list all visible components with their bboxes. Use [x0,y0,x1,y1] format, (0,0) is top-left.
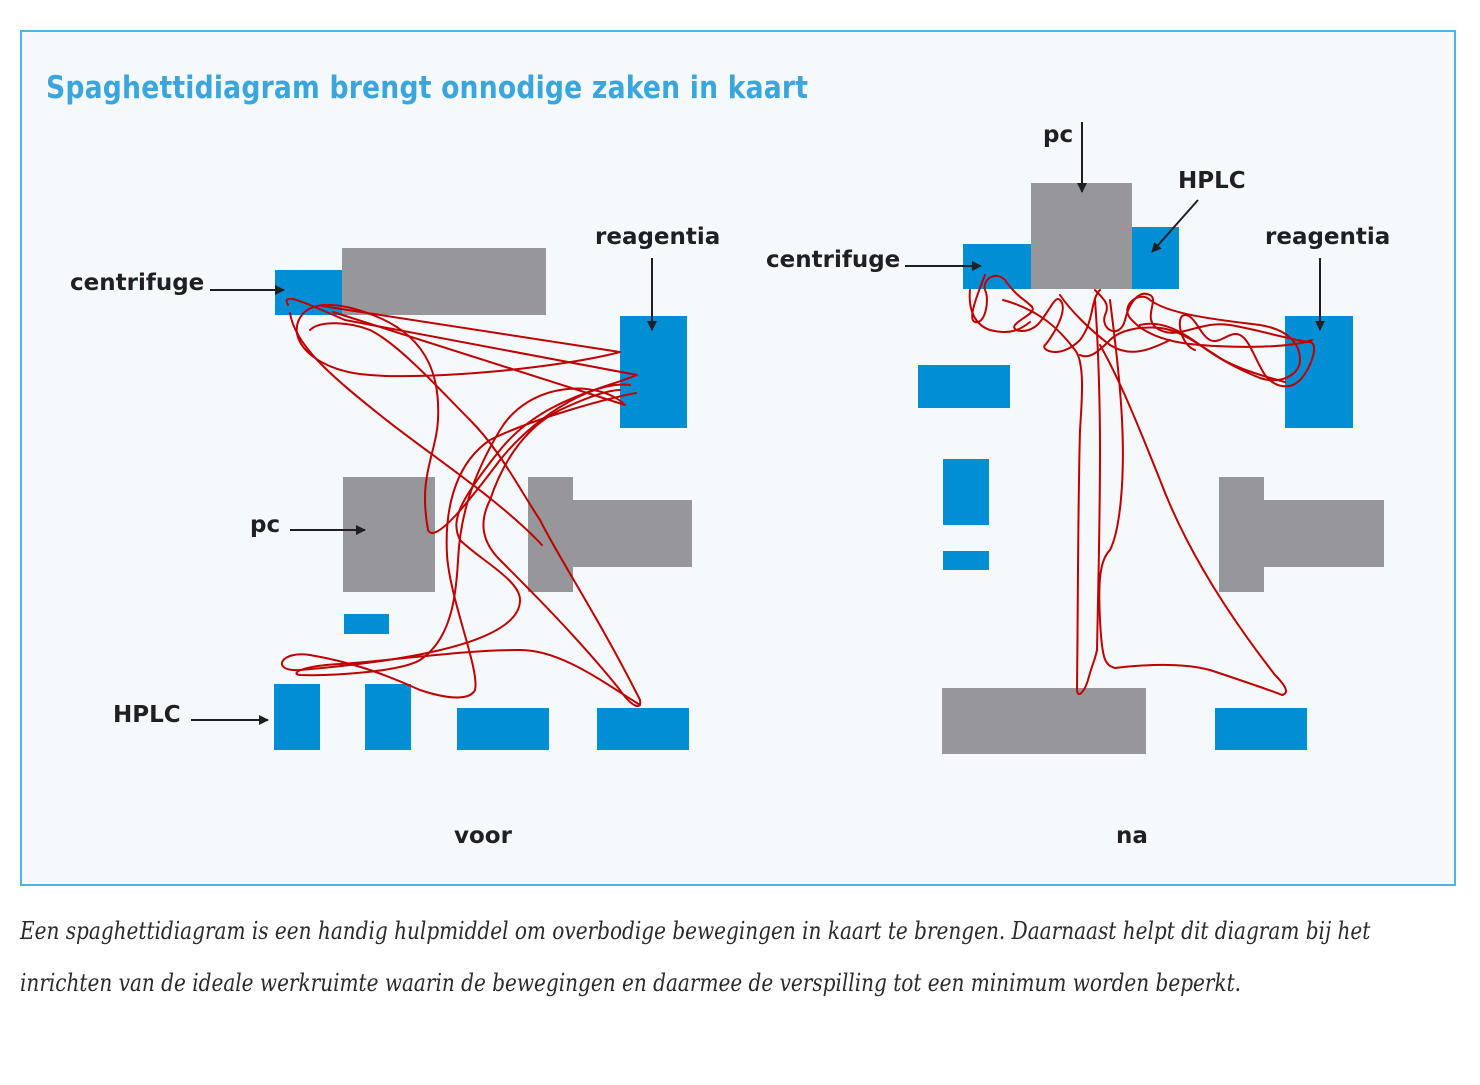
caption-na: na [1116,823,1148,849]
path-segment [289,312,543,546]
path-segment [280,297,638,699]
equipment-unit-3 [457,708,549,750]
label-centrifuge: centrifuge [70,270,204,296]
equipment-unit-2 [365,684,411,750]
label-reagentia: reagentia [595,224,720,250]
equipment-unit-b [943,459,989,525]
path-segment [295,311,641,706]
label-reagentia: reagentia [1265,224,1390,250]
path-segment [1079,326,1286,383]
figure-caption: Een spaghettidiagram is een handig hulpm… [20,917,1371,997]
path-segment [1094,289,1316,388]
path-segment [295,303,631,534]
label-pc: pc [250,512,280,538]
path-segment [968,289,1171,353]
label-pc: pc [1043,122,1073,148]
bench-bottom [942,688,1146,754]
pc-desk [1031,183,1132,289]
equipment-unit-a [918,365,1010,408]
pc-desk [343,477,435,592]
path-segment [1002,299,1101,696]
caption-voor: voor [454,823,513,849]
label-hplc: HPLC [113,702,181,728]
t-shaped-bench [1219,477,1384,592]
path-segment [1098,299,1287,696]
hplc-unit [274,684,320,750]
movement-paths-before [280,297,642,708]
path-segment [971,274,1101,353]
equipment-unit-4 [597,708,689,750]
panel-before: centrifuge reagentia pc HPLC voor [70,224,720,849]
hplc-unit [1132,227,1179,289]
bench-top [342,248,546,315]
small-equipment [344,614,389,634]
label-centrifuge: centrifuge [766,247,900,273]
path-segment [1126,295,1313,382]
equipment-unit-c [943,551,989,570]
t-shaped-bench [528,477,692,592]
arrow-hplc [1151,199,1199,253]
movement-paths-after [968,274,1316,696]
equipment-unit-d [1215,708,1307,750]
label-hplc: HPLC [1178,168,1246,194]
path-segment [309,322,642,708]
panel-after: pc HPLC centrifuge reagentia na [766,122,1390,849]
figure-title: Spaghettidiagram brengt onnodige zaken i… [46,70,809,106]
reagentia-cabinet [620,316,687,428]
